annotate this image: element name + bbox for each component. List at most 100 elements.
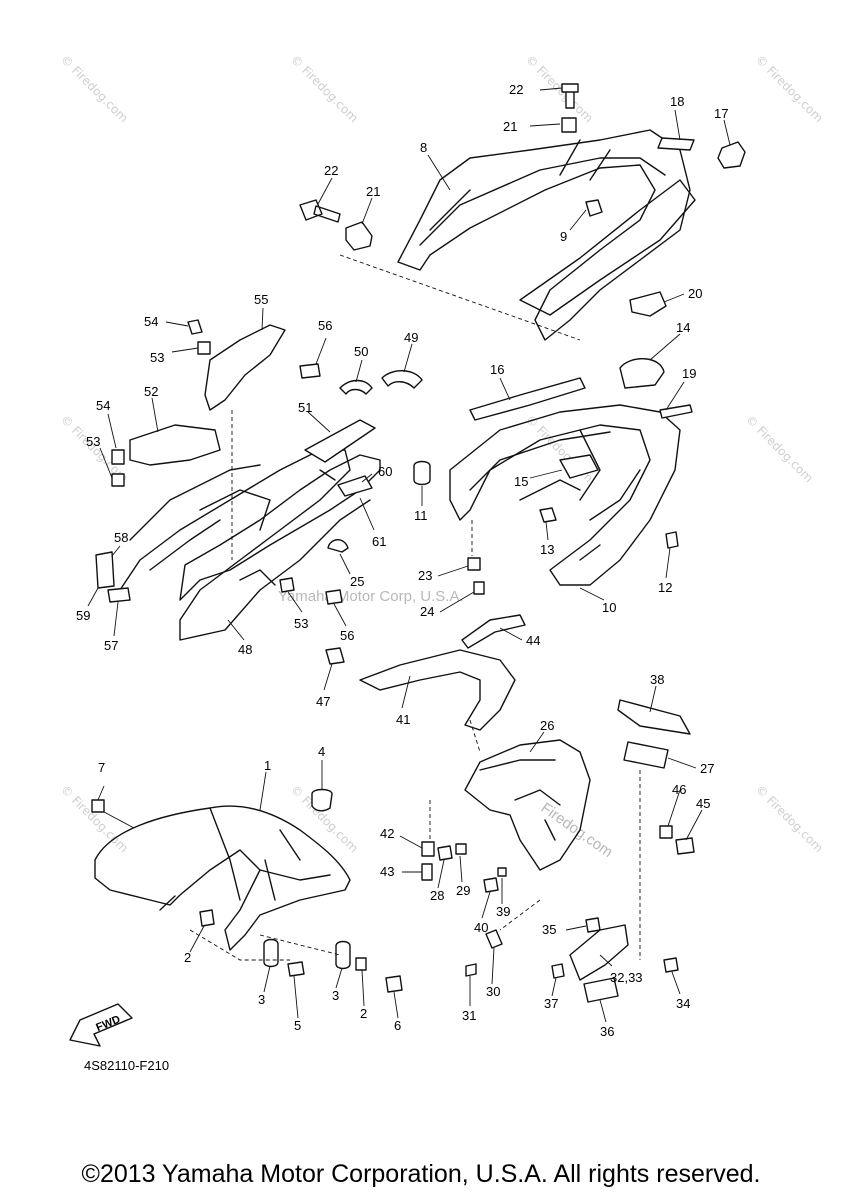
callout-40: 40 bbox=[474, 920, 488, 935]
callout-19: 19 bbox=[682, 366, 696, 381]
callout-3: 3 bbox=[332, 988, 339, 1003]
bracket-55 bbox=[204, 324, 286, 411]
cover-44 bbox=[461, 614, 526, 649]
watermark-logo: © Firedog.com bbox=[58, 782, 131, 855]
clamp-50 bbox=[339, 379, 373, 395]
nut-42 bbox=[421, 841, 435, 857]
collar-21-top bbox=[561, 117, 577, 133]
nut-40 bbox=[483, 877, 499, 893]
callout-60: 60 bbox=[378, 464, 392, 479]
callout-4: 4 bbox=[318, 744, 325, 759]
callout-labels: 22 21 18 17 8 22 21 9 20 55 54 56 53 50 … bbox=[76, 82, 728, 1039]
grommet-4 bbox=[311, 788, 333, 812]
nut-35 bbox=[585, 917, 601, 933]
bracket-assembly bbox=[325, 614, 526, 731]
bolt-54a bbox=[187, 319, 203, 335]
bracket-26-detail bbox=[479, 759, 561, 841]
clip-30 bbox=[485, 929, 503, 949]
callout-30: 30 bbox=[486, 984, 500, 999]
washer-53a bbox=[197, 341, 211, 355]
cap-17 bbox=[717, 141, 746, 169]
decal-60 bbox=[337, 475, 373, 497]
pad-15 bbox=[559, 454, 599, 479]
callout-34: 34 bbox=[676, 996, 690, 1011]
washer-29 bbox=[455, 843, 467, 855]
plate-27 bbox=[623, 741, 669, 769]
callout-47: 47 bbox=[316, 694, 330, 709]
callout-25: 25 bbox=[350, 574, 364, 589]
seat-cowl-10 bbox=[449, 404, 681, 586]
callout-12: 12 bbox=[658, 580, 672, 595]
leader-lines bbox=[87, 87, 731, 1023]
seat-cap-14 bbox=[619, 358, 665, 389]
bolt-2a bbox=[199, 909, 215, 927]
callout-24: 24 bbox=[420, 604, 434, 619]
tag-18 bbox=[657, 137, 695, 151]
callout-39: 39 bbox=[496, 904, 510, 919]
callout-53: 53 bbox=[294, 616, 308, 631]
bolt-45 bbox=[675, 837, 695, 855]
callout-2: 2 bbox=[184, 950, 191, 965]
bolt-24 bbox=[473, 581, 485, 595]
callout-31: 31 bbox=[462, 1008, 476, 1023]
copyright-notice: ©2013 Yamaha Motor Corporation, U.S.A. A… bbox=[81, 1160, 761, 1188]
front-fender-detail bbox=[159, 807, 331, 911]
nut-28 bbox=[437, 845, 453, 861]
callout-52: 52 bbox=[144, 384, 158, 399]
callout-28: 28 bbox=[430, 888, 444, 903]
callout-48: 48 bbox=[238, 642, 252, 657]
screw-31 bbox=[465, 963, 477, 977]
callout-41: 41 bbox=[396, 712, 410, 727]
bolt-34 bbox=[663, 957, 679, 973]
reflector-57 bbox=[107, 587, 131, 603]
callout-11: 11 bbox=[414, 508, 428, 523]
nut-23 bbox=[467, 557, 481, 571]
seat-cowl-detail bbox=[469, 429, 641, 561]
pad-20 bbox=[629, 291, 667, 317]
callout-8: 8 bbox=[420, 140, 427, 155]
bolt-43 bbox=[421, 863, 433, 881]
grab-bar bbox=[397, 129, 691, 341]
callout-56: 56 bbox=[340, 628, 354, 643]
washer-46 bbox=[659, 825, 673, 839]
callout-3: 3 bbox=[258, 992, 265, 1007]
spacer-3b bbox=[335, 940, 351, 970]
callout-38: 38 bbox=[650, 672, 664, 687]
callout-61: 61 bbox=[372, 534, 386, 549]
bracket-41 bbox=[359, 649, 516, 731]
callout-50: 50 bbox=[354, 344, 368, 359]
callout-18: 18 bbox=[670, 94, 684, 109]
fwd-arrow-icon bbox=[69, 1003, 133, 1047]
callout-14: 14 bbox=[676, 320, 690, 335]
callout-54: 54 bbox=[96, 398, 110, 413]
callout-55: 55 bbox=[254, 292, 268, 307]
callout-27: 27 bbox=[700, 761, 714, 776]
bolt-47 bbox=[325, 647, 345, 665]
callout-2: 2 bbox=[360, 1006, 367, 1021]
callout-37: 37 bbox=[544, 996, 558, 1011]
bolt-6 bbox=[385, 975, 403, 993]
callout-45: 45 bbox=[696, 796, 710, 811]
bolt-56b bbox=[325, 589, 343, 605]
grab-bar-assembly bbox=[299, 83, 746, 341]
grab-bar-bracket bbox=[519, 179, 696, 316]
callout-7: 7 bbox=[98, 760, 105, 775]
front-fender-1 bbox=[94, 805, 351, 951]
bolt-12 bbox=[665, 531, 679, 549]
reflector-36 bbox=[583, 977, 619, 1003]
callout-49: 49 bbox=[404, 330, 418, 345]
watermark-logo: © Firedog.com bbox=[753, 782, 826, 855]
washer-53b bbox=[111, 473, 125, 487]
reflector-59 bbox=[95, 551, 115, 589]
callout-26: 26 bbox=[540, 718, 554, 733]
watermark-logo: © Firedog.com bbox=[58, 52, 131, 125]
callout-23: 23 bbox=[418, 568, 432, 583]
callout-36: 36 bbox=[600, 1024, 614, 1039]
callout-56: 56 bbox=[318, 318, 332, 333]
callout-53: 53 bbox=[150, 350, 164, 365]
callout-46: 46 bbox=[672, 782, 686, 797]
watermark-logo: © Firedog.com bbox=[288, 52, 361, 125]
washer-53c bbox=[279, 577, 295, 593]
collar-21 bbox=[345, 221, 373, 251]
